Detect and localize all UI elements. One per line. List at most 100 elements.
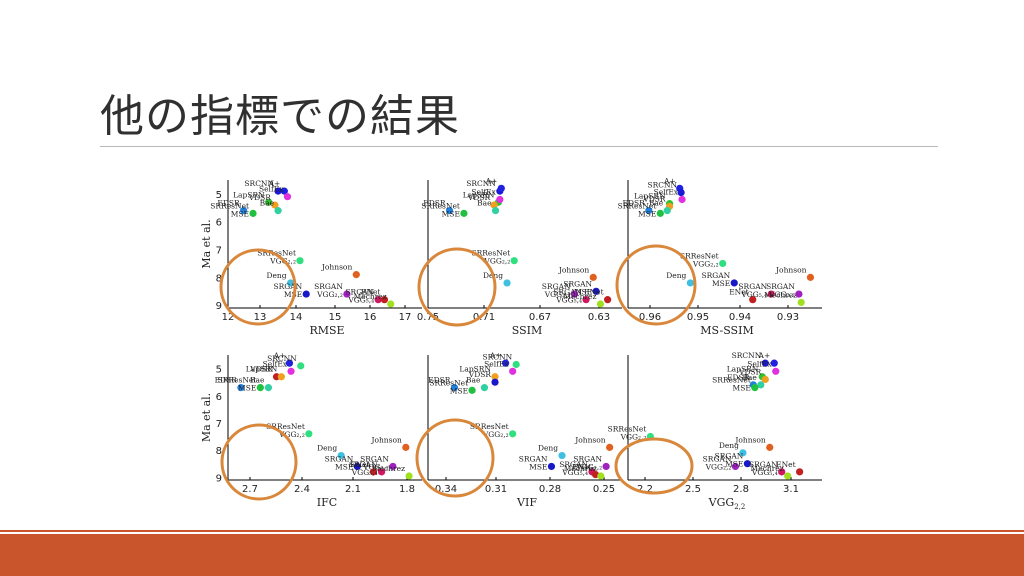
- data-point: [497, 184, 505, 192]
- y-tick-label: 5: [216, 190, 222, 201]
- x-tick-label: 17: [399, 312, 412, 323]
- data-point: [582, 296, 590, 304]
- point-label: VDSR: [467, 193, 491, 202]
- y-axis-label: Ma et al.: [200, 219, 213, 268]
- data-point: [596, 300, 605, 308]
- data-point: [249, 209, 257, 217]
- point-label: Deng: [266, 271, 286, 280]
- data-point: [602, 462, 610, 471]
- point-label: VDSR: [642, 194, 666, 203]
- x-tick-label: 2.5: [685, 484, 701, 495]
- point-label: Johnson: [574, 435, 606, 444]
- data-point: [570, 290, 579, 298]
- data-point: [374, 296, 382, 304]
- x-tick-label: 3.1: [783, 484, 799, 495]
- data-point: [277, 373, 285, 381]
- point-label: Bae: [649, 199, 664, 208]
- point-label: Mechrez: [563, 292, 596, 301]
- data-point: [512, 360, 520, 369]
- x-tick-label: 12: [222, 312, 235, 323]
- x-tick-label: 0.25: [593, 484, 615, 495]
- point-label: EDSR: [423, 199, 446, 208]
- footer-line: [0, 530, 1024, 532]
- data-point: [445, 207, 454, 215]
- x-tick-label: 2.7: [242, 484, 258, 495]
- point-label: Johnson: [558, 265, 590, 274]
- point-label: EDSR: [623, 199, 646, 208]
- point-label: Mechrez: [764, 290, 797, 299]
- point-label: Johnson: [734, 435, 766, 444]
- highlight-circle: [219, 248, 297, 326]
- point-label: Mechrez: [354, 292, 387, 301]
- data-point: [509, 367, 517, 375]
- x-tick-label: 0.95: [687, 312, 709, 323]
- point-label: SelfEx: [471, 187, 496, 196]
- data-point: [761, 359, 769, 367]
- data-point: [778, 468, 786, 476]
- x-tick-label: 0.93: [777, 312, 799, 323]
- footer-bar: [0, 534, 1024, 576]
- point-label: SRCNN: [483, 353, 513, 362]
- data-point: [389, 462, 397, 471]
- point-label: ENet: [350, 460, 370, 469]
- data-point: [402, 443, 410, 451]
- data-point: [766, 443, 774, 451]
- x-axis-label: SSIM: [512, 324, 543, 337]
- y-tick-label: 8: [216, 446, 222, 457]
- y-tick-label: 9: [216, 301, 222, 312]
- x-tick-label: 1.8: [399, 484, 415, 495]
- data-point: [656, 209, 664, 217]
- point-label: Deng: [719, 441, 739, 450]
- data-point: [606, 443, 614, 451]
- point-label: ENet: [776, 460, 796, 469]
- y-tick-label: 5: [216, 365, 222, 376]
- data-point: [784, 472, 792, 480]
- x-tick-label: 0.96: [639, 312, 661, 323]
- data-point: [377, 468, 386, 476]
- x-axis-label: VIF: [516, 496, 537, 509]
- data-point: [592, 287, 600, 295]
- point-label: ENet: [584, 288, 604, 297]
- data-point: [663, 207, 671, 215]
- data-point: [731, 462, 740, 471]
- point-label: SelfEx: [484, 359, 509, 368]
- point-label: LapSRN: [246, 365, 278, 374]
- point-label: A+: [273, 351, 286, 360]
- highlight-circle: [417, 247, 497, 327]
- data-point: [264, 384, 273, 392]
- data-point: [480, 384, 489, 392]
- y-tick-label: 6: [216, 218, 222, 229]
- point-label: ENet: [361, 288, 381, 297]
- data-point: [343, 290, 351, 298]
- data-point: [757, 381, 765, 389]
- highlight-circle: [614, 437, 694, 495]
- data-point: [468, 386, 476, 394]
- point-label: SelfEx: [747, 359, 772, 368]
- point-label: VDSR: [468, 370, 492, 379]
- data-point: [491, 207, 500, 215]
- point-label: Bae: [466, 376, 481, 385]
- data-point: [274, 207, 282, 215]
- data-point: [297, 362, 305, 370]
- point-label: Mechrez: [751, 464, 784, 473]
- x-tick-label: 2.8: [733, 484, 749, 495]
- data-point: [795, 290, 803, 298]
- x-tick-label: 0.31: [485, 484, 507, 495]
- point-label: A+: [663, 176, 676, 185]
- point-label: VDSR: [248, 193, 272, 202]
- data-point: [287, 367, 295, 375]
